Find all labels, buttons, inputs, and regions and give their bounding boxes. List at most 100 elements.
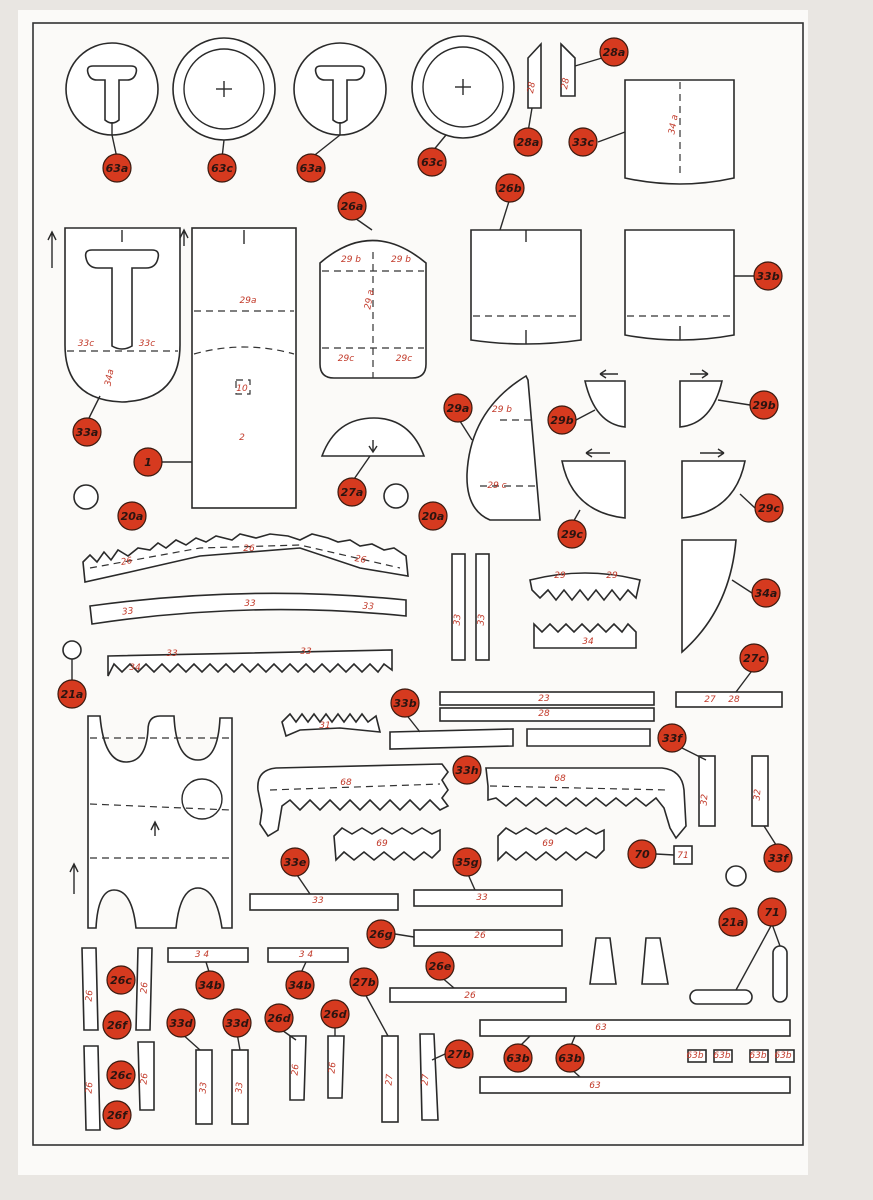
badge-text: 29c <box>758 502 780 515</box>
part-label: 68 <box>554 774 566 784</box>
part-label: 26 <box>464 991 476 1001</box>
badge-circle <box>102 1100 132 1130</box>
badge-circle <box>753 261 783 291</box>
badge-circle <box>495 173 525 203</box>
badge-circle <box>222 1008 252 1038</box>
part-69-right <box>497 826 605 862</box>
part-32-left <box>698 755 716 827</box>
part-label: 26 <box>291 1063 302 1076</box>
badge-circle <box>72 417 102 447</box>
part-number-badge: 33d <box>166 1008 196 1038</box>
badge-text: 27c <box>743 652 765 665</box>
part-label: 26 <box>85 1081 96 1094</box>
part-number-badge: 33d <box>222 1008 252 1038</box>
part-number-badge: 35g <box>452 847 482 877</box>
part-label: 26 <box>85 989 96 1002</box>
part-label: 29c <box>338 354 354 364</box>
part-label: 63 <box>589 1081 601 1091</box>
part-number-badge: 71 <box>757 897 787 927</box>
part-number-badge: 26f <box>102 1010 132 1040</box>
part-label: 34 <box>129 663 141 673</box>
badge-text: 29b <box>752 399 775 412</box>
part-number-badge: 26g <box>366 919 396 949</box>
part-28-right <box>560 42 576 97</box>
badge-circle <box>751 578 781 608</box>
badge-circle <box>417 147 447 177</box>
part-number-badge: 26a <box>337 191 367 221</box>
part-number-badge: 27a <box>337 477 367 507</box>
badge-text: 26c <box>110 974 132 987</box>
part-label: 71 <box>677 851 688 861</box>
part-number-badge: 29b <box>547 405 577 435</box>
part-label: 29a <box>240 296 257 306</box>
badge-circle <box>425 951 455 981</box>
part-label: 32 <box>753 788 764 801</box>
part-label: 29 <box>606 571 618 581</box>
badge-circle <box>599 37 629 67</box>
part-number-badge: 33h <box>452 755 482 785</box>
part-33-long-strip <box>89 592 407 625</box>
sheet-border <box>32 22 804 1146</box>
part-68-track-right <box>485 767 687 840</box>
badge-text: 1 <box>144 456 152 469</box>
part-20a-right <box>383 483 409 509</box>
part-21a-right <box>725 865 747 887</box>
part-label: 29 b <box>391 255 411 265</box>
badge-circle <box>547 405 577 435</box>
badge-text: 29b <box>550 414 573 427</box>
part-63-strip-top <box>479 1019 791 1037</box>
part-34-toothed-strip <box>107 649 393 677</box>
part-label: 33 <box>235 1081 246 1094</box>
part-label: 27 <box>385 1073 396 1086</box>
badge-text: 63a <box>300 162 323 175</box>
part-label: 3 4 <box>195 950 210 960</box>
badge-text: 20a <box>422 510 445 523</box>
badge-circle <box>754 493 784 523</box>
part-number-badge: 63b <box>555 1043 585 1073</box>
badge-text: 26a <box>341 200 364 213</box>
part-29a-sail <box>466 374 541 521</box>
part-33-vert-right <box>475 553 490 661</box>
badge-text: 63c <box>421 156 443 169</box>
part-63b-tab-1 <box>687 1049 707 1063</box>
part-number-badge: 26d <box>264 1003 294 1033</box>
disc-part-63c-2 <box>411 35 515 139</box>
part-number-badge: 26e <box>425 951 455 981</box>
part-label: 31 <box>319 721 330 731</box>
badge-text: 29a <box>447 402 470 415</box>
part-label: 26 <box>140 1072 151 1085</box>
badge-circle <box>443 393 473 423</box>
badge-text: 33f <box>768 852 789 865</box>
badge-text: 33c <box>572 136 594 149</box>
part-label: 33 <box>122 606 135 617</box>
badge-circle <box>452 755 482 785</box>
badge-circle <box>366 919 396 949</box>
part-33b <box>624 229 735 341</box>
part-label: 34a <box>104 368 117 386</box>
badge-circle <box>166 1008 196 1038</box>
part-number-badge: 63a <box>102 153 132 183</box>
badge-circle <box>102 1010 132 1040</box>
part-23-strip <box>439 691 655 706</box>
part-35g-strip <box>413 889 563 907</box>
part-29-toothed <box>529 572 641 602</box>
badge-circle <box>133 447 163 477</box>
part-34a-wedge <box>681 539 737 654</box>
badge-text: 33b <box>393 697 416 710</box>
part-number-badge: 27b <box>444 1039 474 1069</box>
part-label: 26 <box>243 544 255 554</box>
badge-text: 33e <box>284 856 307 869</box>
badge-text: 28a <box>517 136 540 149</box>
part-29b-right <box>679 380 724 428</box>
part-21a-left <box>62 640 82 660</box>
part-22-right <box>641 937 669 985</box>
part-26-strip-f <box>327 1035 345 1099</box>
part-number-badge: 63c <box>207 153 237 183</box>
badge-circle <box>718 907 748 937</box>
part-33e-strip <box>249 893 399 911</box>
badge-text: 27b <box>447 1048 470 1061</box>
part-number-badge: 33f <box>763 843 793 873</box>
part-number-badge: 33f <box>657 723 687 753</box>
